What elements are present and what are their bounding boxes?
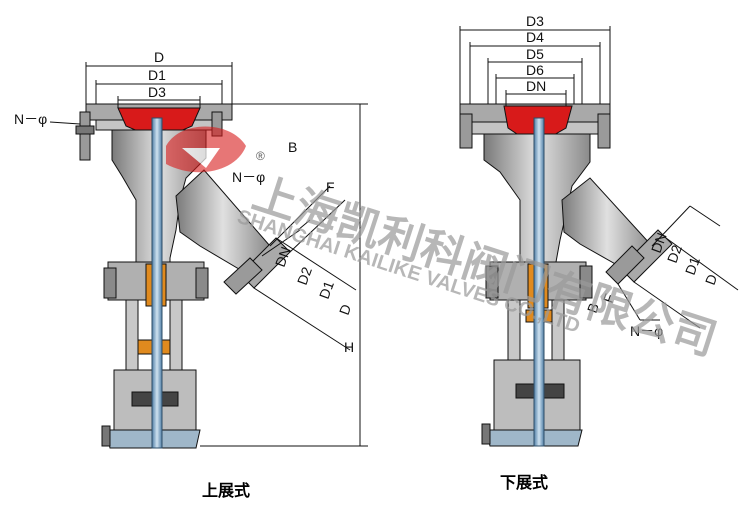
left-top-bolt bbox=[79, 111, 91, 161]
watermark-registered: ® bbox=[256, 149, 265, 163]
right-dim-DN: DN bbox=[648, 231, 670, 255]
left-dim-DN: DN bbox=[272, 245, 294, 269]
left-dim-D2: D2 bbox=[294, 265, 315, 287]
left-dim-D-side: D bbox=[336, 302, 354, 317]
right-dim-D6: D6 bbox=[526, 62, 544, 78]
right-dim-D3: D3 bbox=[526, 13, 544, 29]
left-dim-N-phi-top: N－φ bbox=[14, 111, 47, 127]
left-dim-D1-side: D1 bbox=[316, 279, 337, 301]
left-stem bbox=[151, 117, 163, 449]
watermark-company-cn: 上海凯利科阀门有限公司 bbox=[247, 168, 723, 366]
right-dim-D2: D2 bbox=[664, 243, 685, 265]
right-dimension-lines bbox=[459, 26, 739, 329]
right-valve-view bbox=[459, 103, 673, 447]
left-dim-F: F bbox=[326, 179, 335, 195]
right-dim-D4: D4 bbox=[526, 29, 544, 45]
left-dim-B: B bbox=[288, 139, 297, 155]
right-caption: 下展式 bbox=[500, 473, 548, 492]
right-dim-DN-top: DN bbox=[526, 78, 546, 94]
right-stem bbox=[533, 117, 545, 447]
left-dim-D3: D3 bbox=[148, 84, 166, 100]
left-caption: 上展式 bbox=[202, 481, 250, 500]
left-dim-D: D bbox=[154, 49, 164, 65]
watermark-logo bbox=[166, 126, 246, 173]
left-dim-D1: D1 bbox=[148, 67, 166, 83]
left-dimension-lines bbox=[49, 62, 368, 447]
right-dim-D1: D1 bbox=[682, 255, 703, 277]
left-dim-H: H bbox=[344, 339, 354, 355]
right-dim-N-phi: N－φ bbox=[630, 323, 663, 339]
right-dim-D5: D5 bbox=[526, 46, 544, 62]
right-dim-D: D bbox=[702, 272, 720, 287]
left-dim-N-phi-side: N－φ bbox=[232, 169, 265, 185]
